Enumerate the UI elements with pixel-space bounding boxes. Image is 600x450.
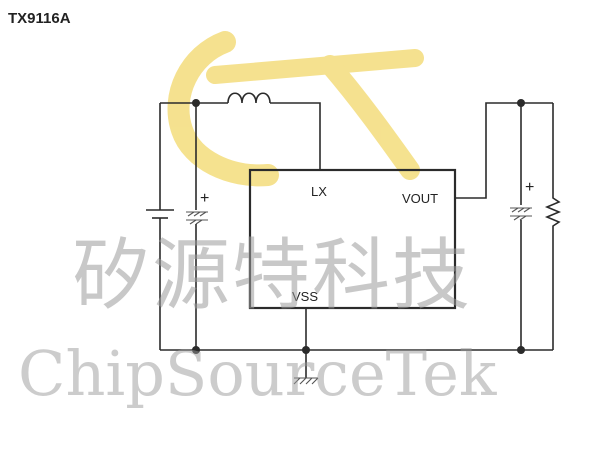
diagram-title: TX9116A <box>8 10 71 27</box>
junction-dots <box>192 99 525 354</box>
vout-wire <box>455 102 553 199</box>
watermark-english: ChipSourceTek <box>18 337 497 410</box>
watermark-chinese: 矽源特科技 <box>72 231 472 321</box>
battery-source <box>146 103 174 350</box>
ic-chip: LX VOUT VSS <box>248 168 457 310</box>
pin-label-vss: VSS <box>292 289 318 304</box>
output-capacitor-polarity: + <box>525 179 534 196</box>
input-capacitor: + <box>186 103 209 350</box>
load-resistor <box>544 103 562 350</box>
input-capacitor-polarity: + <box>200 190 209 207</box>
company-logo-watermark <box>167 31 424 187</box>
pin-label-lx: LX <box>311 184 327 199</box>
pin-label-vout: VOUT <box>402 191 438 206</box>
output-capacitor: + <box>510 103 534 350</box>
ground-rail <box>160 308 553 385</box>
